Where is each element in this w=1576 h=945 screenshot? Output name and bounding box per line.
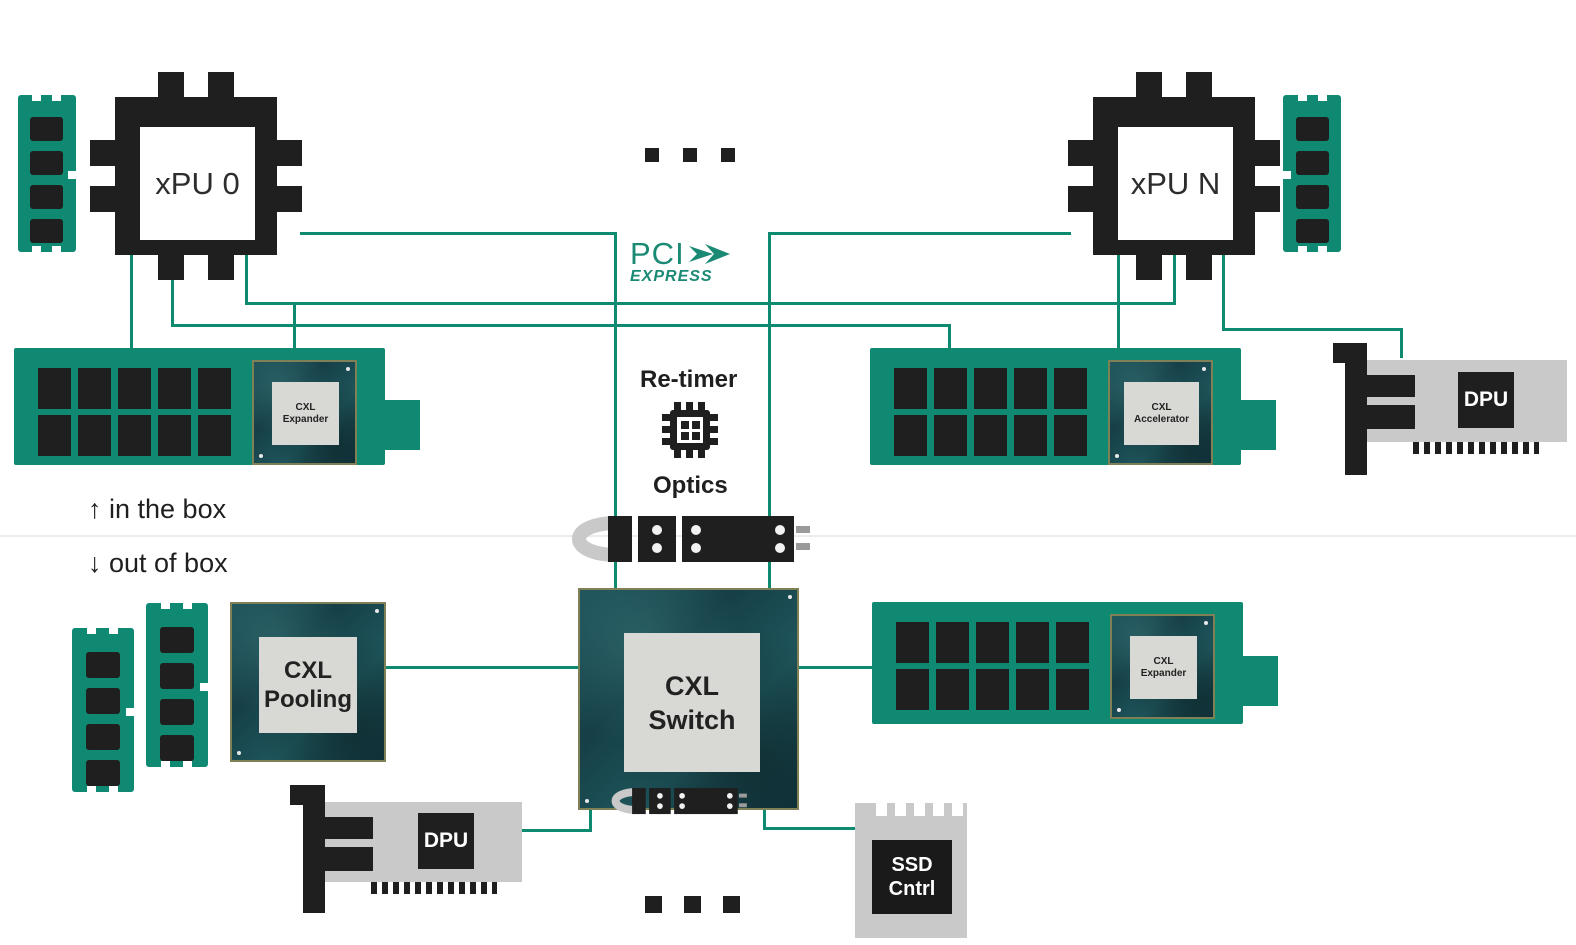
link-switch-board-bottom (795, 666, 873, 669)
xpu0-pin (90, 186, 116, 212)
link-xpun-board-right (1117, 255, 1120, 348)
memory-board-right: CXL Accelerator (870, 348, 1276, 465)
dram-chips (38, 368, 231, 456)
dpu-chip: DPU (418, 813, 474, 869)
xpun-pin (1186, 254, 1212, 280)
xpun-pin (1136, 72, 1162, 98)
cxl-accelerator-chip: CXL Accelerator (1108, 360, 1213, 465)
xpu0-pin (208, 254, 234, 280)
link-xpun-switch-h (768, 232, 1071, 235)
memory-board-bottom: CXL Expander (872, 602, 1278, 724)
link-switch-ssd-h (763, 827, 858, 830)
link-xpu0-board-right-v1 (171, 255, 174, 327)
xpun-pin (1186, 72, 1212, 98)
ram-module-icon (72, 628, 134, 792)
in-the-box-note: ↑ in the box (88, 494, 227, 524)
xpu0-label: xPU 0 (140, 127, 255, 240)
ellipsis-bottom-icon (645, 896, 740, 913)
retimer-label: Re-timer (640, 366, 738, 393)
ssd-cntrl-chip: SSD Cntrl (872, 840, 952, 914)
xpu0-pin (158, 254, 184, 280)
link-xpu0-board-right-v2 (948, 324, 951, 348)
optical-cable-icon-small (611, 787, 747, 815)
pci-express-logo: PCI EXPRESS (630, 236, 731, 286)
dpu-chip: DPU (1458, 372, 1514, 428)
link-xpu0-board-left (130, 255, 133, 348)
link-xpun-board-left-h (245, 302, 1176, 305)
xpun-pin (1068, 186, 1094, 212)
pci-arrow-icon (688, 244, 730, 264)
link-switch-dpu-bottom-v (589, 806, 592, 832)
xpun-pin (1068, 140, 1094, 166)
xpun-pin (1254, 186, 1280, 212)
out-of-box-note: ↓ out of box (88, 548, 228, 578)
dram-chips (896, 622, 1089, 710)
cxl-expander-chip: CXL Expander (1110, 614, 1215, 719)
link-xpu0-switch-h (300, 232, 617, 235)
xpu0-pin (208, 72, 234, 98)
link-xpu0-board-right-h (171, 324, 951, 327)
card-edge-pins (1413, 442, 1539, 454)
xpu0-pin (158, 72, 184, 98)
link-xpun-board-left-v2 (1173, 255, 1176, 305)
link-xpun-dpu-h (1222, 328, 1403, 331)
memory-board-left: CXL Expander (14, 348, 420, 465)
xpu0-pin (276, 140, 302, 166)
optics-label: Optics (653, 472, 728, 499)
xpu0-pin (276, 186, 302, 212)
pci-logo-text: PCI (630, 236, 685, 271)
dram-chips (894, 368, 1087, 456)
link-xpun-board-left-v3 (293, 302, 296, 348)
link-switch-ssd-v (763, 806, 766, 830)
pci-express-text: EXPRESS (630, 268, 713, 285)
xpun-pin (1254, 140, 1280, 166)
optical-cable-icon (572, 516, 810, 562)
xpun-label: xPU N (1118, 127, 1233, 240)
link-xpun-switch-v (768, 232, 771, 588)
retimer-chip-icon (662, 402, 718, 458)
xpun-chip: xPU N (1093, 97, 1255, 255)
ram-module-icon (1283, 95, 1341, 252)
link-xpun-board-left-v1 (245, 255, 248, 305)
xpu0-pin (90, 140, 116, 166)
cxl-switch-chip: CXL Switch (578, 588, 799, 810)
ellipsis-top-icon (645, 148, 735, 162)
xpu0-chip: xPU 0 (115, 97, 277, 255)
ram-module-icon (146, 603, 208, 767)
cxl-expander-chip: CXL Expander (252, 360, 357, 465)
link-xpun-dpu-v2 (1400, 328, 1403, 358)
link-xpu0-switch-v (614, 232, 617, 588)
card-edge-pins (371, 882, 497, 894)
link-xpun-dpu-v1 (1222, 255, 1225, 331)
link-pooling-switch (382, 666, 578, 669)
ram-module-icon (18, 95, 76, 252)
cxl-pooling-chip: CXL Pooling (230, 602, 386, 762)
link-switch-dpu-bottom-h (522, 829, 592, 832)
xpun-pin (1136, 254, 1162, 280)
